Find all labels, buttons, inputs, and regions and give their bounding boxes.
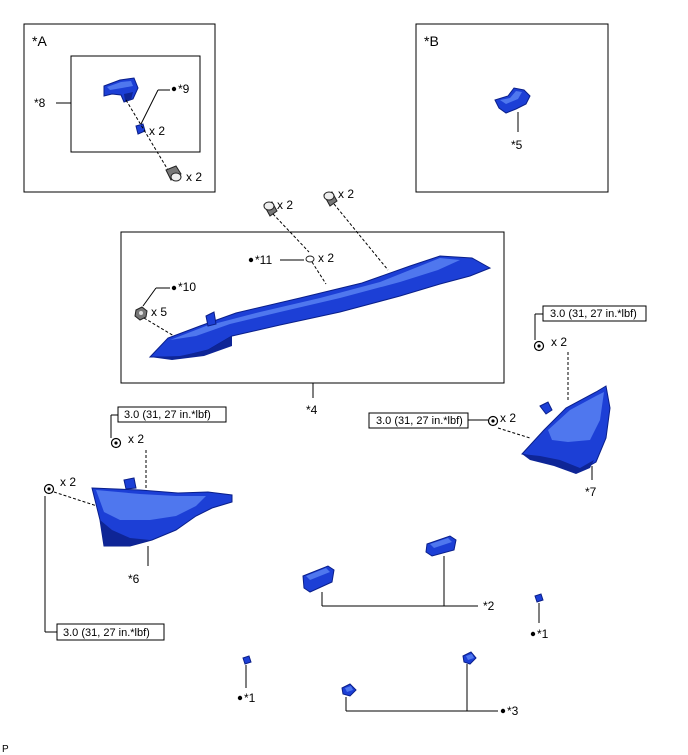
clip-3-right <box>462 651 477 665</box>
clip-1-right-group: *1 <box>530 593 549 641</box>
callout-10: *10 <box>178 280 196 294</box>
qty-clip-9: x 2 <box>149 124 165 138</box>
view-a-label: *A <box>32 33 47 49</box>
qty-nut-10: x 5 <box>151 305 167 319</box>
qty-nut-6-top: x 2 <box>128 432 144 446</box>
nut-10 <box>134 306 148 321</box>
view-b-frame <box>415 23 609 193</box>
qty-bolt-left: x 2 <box>277 198 293 212</box>
callout-4: *4 <box>306 403 318 417</box>
clip-3-left <box>341 683 357 697</box>
view-a-frame <box>23 23 216 193</box>
qty-screw-a: x 2 <box>186 170 202 184</box>
cover-6-part <box>91 477 233 547</box>
corner-mark: P <box>2 744 9 755</box>
bolt-right <box>323 191 338 207</box>
cover-7-view: 3.0 (31, 27 in.*lbf) x 2 3.0 (31, 27 in.… <box>368 305 647 499</box>
cover-6-view: 3.0 (31, 27 in.*lbf) x 2 x 2 *6 3.0 (31,… <box>43 406 233 641</box>
garnish-part <box>148 255 492 360</box>
clip-1-left <box>242 655 252 665</box>
torque-box-6-bottom <box>56 623 165 641</box>
nut-icon <box>110 437 122 449</box>
torque-6-top: 3.0 (31, 27 in.*lbf) <box>124 409 211 421</box>
callout-7: *7 <box>585 485 597 499</box>
bracket-part <box>103 77 139 103</box>
callout-5: *5 <box>511 138 523 152</box>
qty-clip-11: x 2 <box>318 251 334 265</box>
qty-nut-7-left: x 2 <box>500 411 516 425</box>
callout-1-left: *1 <box>244 691 256 705</box>
bolt-left <box>263 201 278 217</box>
clip-2-left <box>302 565 335 593</box>
torque-7-top: 3.0 (31, 27 in.*lbf) <box>550 308 637 320</box>
qty-nut-6-left: x 2 <box>60 475 76 489</box>
callout-6: *6 <box>128 572 140 586</box>
clips-2: *2 <box>302 535 495 613</box>
torque-6-bottom: 3.0 (31, 27 in.*lbf) <box>63 627 150 639</box>
screw-icon <box>165 165 182 182</box>
cover-7-part <box>521 385 611 474</box>
qty-nut-7-top: x 2 <box>551 335 567 349</box>
clip-1-right <box>534 593 544 603</box>
clips-3: *3 <box>341 651 519 718</box>
callout-3: *3 <box>507 704 519 718</box>
view-a: *A *8 *9 x 2 x 2 <box>23 23 216 193</box>
view-a-inner-frame <box>70 55 201 153</box>
garnish-panel-view: x 2 x 2 *11 x 2 *10 x 5 <box>120 187 505 417</box>
clip-2-right <box>425 535 457 557</box>
qty-bolt-right: x 2 <box>338 187 354 201</box>
view-b-label: *B <box>424 33 439 49</box>
torque-7-left: 3.0 (31, 27 in.*lbf) <box>376 415 463 427</box>
clip-9 <box>135 123 146 135</box>
callout-8: *8 <box>34 96 46 110</box>
clip-5 <box>494 87 531 114</box>
nut-icon <box>43 483 55 495</box>
clip-1-left-group: *1 <box>237 655 256 705</box>
view-b: *B *5 <box>415 23 609 193</box>
callout-11: *11 <box>255 253 272 267</box>
callout-1-right: *1 <box>537 627 549 641</box>
nut-icon <box>533 340 545 352</box>
callout-9: *9 <box>178 82 190 96</box>
callout-2: *2 <box>483 599 495 613</box>
callout-9-leader <box>140 89 159 125</box>
view-a-install-line <box>125 99 169 171</box>
nut-icon <box>487 415 499 427</box>
callout-9-dot <box>171 86 177 92</box>
clip-11 <box>305 255 315 263</box>
